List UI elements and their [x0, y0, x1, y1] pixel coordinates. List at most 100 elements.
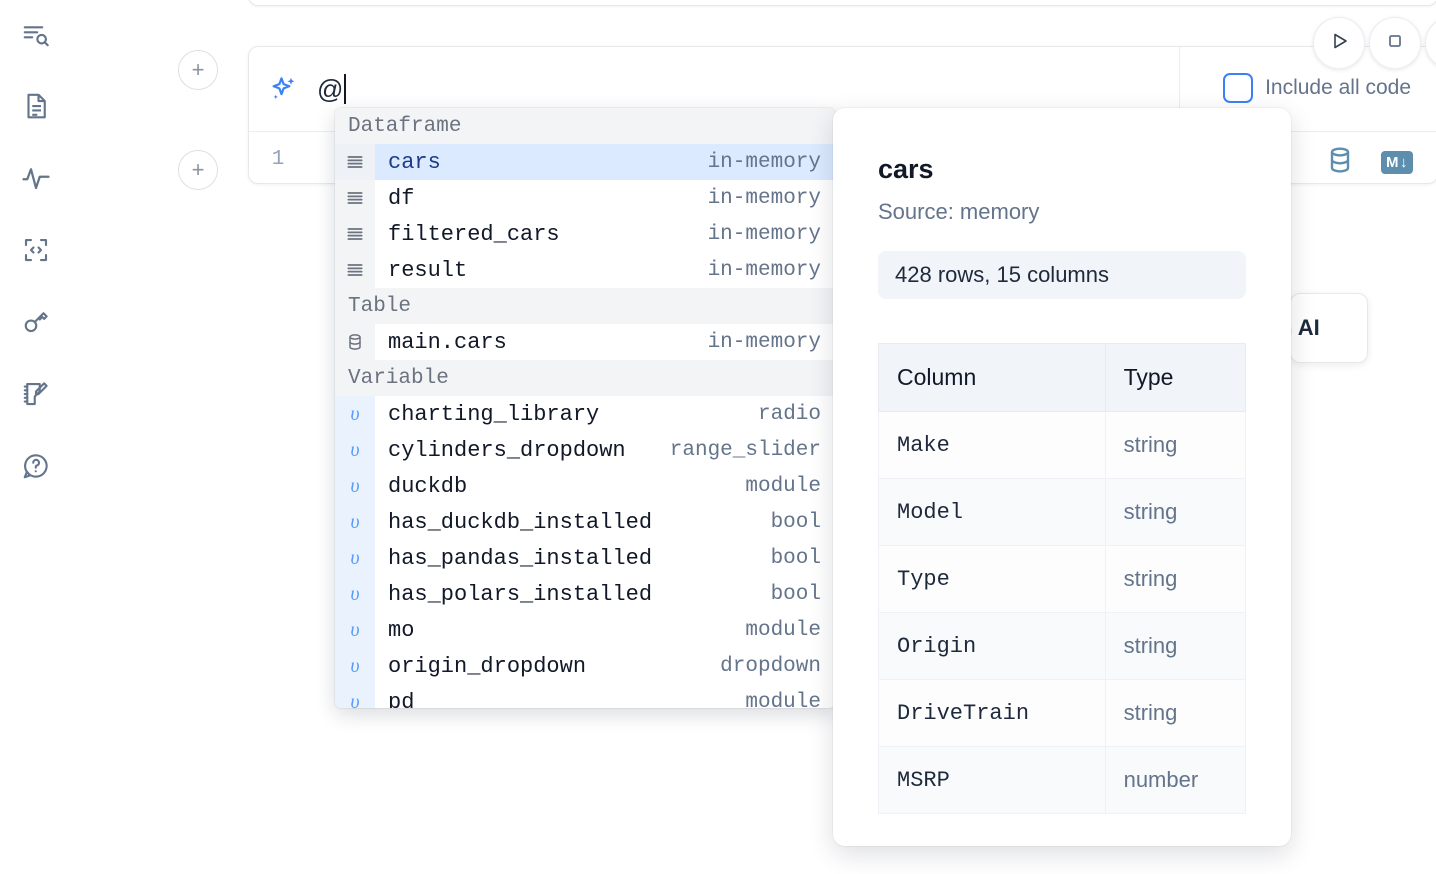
- autocomplete-item[interactable]: filtered_cars in-memory: [335, 216, 835, 252]
- autocomplete-item-name: cars: [388, 149, 441, 175]
- column-name-cell: DriveTrain: [878, 679, 1106, 747]
- dataframe-icon: [335, 144, 375, 180]
- stop-icon: [1383, 29, 1407, 58]
- autocomplete-item-type: in-memory: [707, 150, 821, 174]
- sidebar-item-activity[interactable]: [14, 156, 58, 200]
- autocomplete-item[interactable]: result in-memory: [335, 252, 835, 288]
- autocomplete-item-type: bool: [770, 510, 821, 534]
- sidebar-item-file[interactable]: [14, 84, 58, 128]
- autocomplete-item-name: has_duckdb_installed: [388, 509, 653, 535]
- autocomplete-item-name: has_polars_installed: [388, 581, 653, 607]
- code-editor-row[interactable]: 1 M↓: [249, 133, 1436, 185]
- autocomplete-item[interactable]: υ has_duckdb_installed bool: [335, 504, 835, 540]
- code-snippet-icon: [21, 235, 51, 265]
- autocomplete-item-name: charting_library: [388, 401, 600, 427]
- autocomplete-item-type: radio: [757, 402, 821, 426]
- table-icon: [335, 324, 375, 360]
- markdown-arrow: ↓: [1400, 154, 1408, 171]
- include-all-code-checkbox[interactable]: [1223, 73, 1254, 103]
- autocomplete-item-name: filtered_cars: [388, 221, 560, 247]
- autocomplete-item[interactable]: υ cylinders_dropdown range_slider: [335, 432, 835, 468]
- dataframe-detail-panel: cars Source: memory 428 rows, 15 columns…: [833, 108, 1291, 846]
- dataframe-icon: [335, 252, 375, 288]
- autocomplete-item-name: duckdb: [388, 473, 468, 499]
- add-cell-button-bottom[interactable]: +: [178, 150, 218, 190]
- detail-title: cars: [878, 154, 934, 184]
- ai-prompt-input[interactable]: @: [317, 72, 347, 106]
- autocomplete-section-header: Dataframe: [335, 108, 835, 144]
- column-header: Column: [878, 343, 1106, 412]
- activity-icon: [21, 163, 51, 193]
- detail-source: Source: memory: [878, 199, 1040, 224]
- plus-icon: +: [191, 157, 205, 182]
- cell-type-icons: M↓: [1325, 145, 1413, 180]
- stop-cell-button[interactable]: [1369, 17, 1421, 69]
- variable-icon: υ: [335, 612, 375, 648]
- sidebar-item-secrets[interactable]: [14, 300, 58, 344]
- include-all-code-label: Include all code: [1265, 76, 1411, 99]
- autocomplete-item-type: module: [745, 474, 821, 498]
- run-cell-button[interactable]: [1313, 17, 1365, 69]
- sidebar-item-scratchpad[interactable]: [14, 372, 58, 416]
- column-type-cell: string: [1104, 478, 1247, 546]
- variable-icon: υ: [335, 432, 375, 468]
- autocomplete-item-name: result: [388, 257, 468, 283]
- variable-icon: υ: [335, 504, 375, 540]
- autocomplete-item-name: mo: [388, 617, 415, 643]
- autocomplete-section-header: Variable: [335, 360, 835, 396]
- variable-icon: υ: [335, 648, 375, 684]
- ai-prompt-value: @: [317, 73, 344, 104]
- column-name-cell: MSRP: [878, 746, 1106, 814]
- autocomplete-item[interactable]: cars in-memory: [335, 144, 835, 180]
- add-cell-button-top[interactable]: +: [178, 50, 218, 90]
- variable-icon: υ: [335, 468, 375, 504]
- autocomplete-item-type: bool: [770, 582, 821, 606]
- include-all-code-toggle[interactable]: Include all code: [1223, 73, 1411, 103]
- sidebar-item-help[interactable]: [14, 444, 58, 488]
- dataframe-icon: [335, 216, 375, 252]
- autocomplete-item-name: origin_dropdown: [388, 653, 587, 679]
- column-type-cell: string: [1104, 411, 1247, 479]
- autocomplete-item-name: df: [388, 185, 415, 211]
- generate-with-ai-card[interactable]: h AI: [1290, 293, 1368, 363]
- autocomplete-item-type: in-memory: [707, 258, 821, 282]
- column-type-cell: number: [1104, 746, 1247, 814]
- autocomplete-item-type: module: [745, 690, 821, 709]
- variable-icon: υ: [335, 684, 375, 708]
- type-header: Type: [1104, 343, 1247, 412]
- autocomplete-item-name: pd: [388, 689, 415, 709]
- plus-icon: +: [191, 57, 205, 82]
- autocomplete-item-type: range_slider: [669, 438, 821, 462]
- autocomplete-item-type: in-memory: [707, 222, 821, 246]
- autocomplete-item-name: cylinders_dropdown: [388, 437, 626, 463]
- explore-icon: [21, 21, 51, 51]
- column-name-cell: Make: [878, 411, 1106, 479]
- autocomplete-item-type: in-memory: [707, 330, 821, 354]
- sidebar-item-explore[interactable]: [14, 14, 58, 58]
- database-icon[interactable]: [1325, 145, 1355, 180]
- column-type-cell: string: [1104, 679, 1247, 747]
- help-chat-icon: [21, 451, 51, 481]
- markdown-icon[interactable]: M↓: [1381, 151, 1413, 174]
- sidebar-rail: [0, 0, 72, 874]
- scratchpad-icon: [21, 379, 51, 409]
- divider: [1179, 47, 1180, 132]
- sidebar-item-snippets[interactable]: [14, 228, 58, 272]
- column-name-cell: Type: [878, 545, 1106, 613]
- column-type-cell: string: [1104, 545, 1247, 613]
